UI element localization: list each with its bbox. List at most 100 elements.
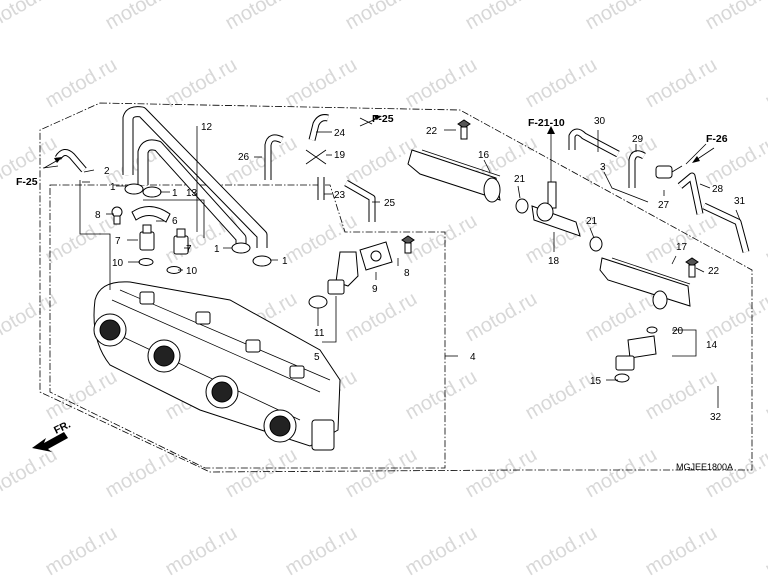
- tube-24: [308, 114, 329, 141]
- tube-28: [677, 172, 704, 215]
- throttle-body-4: [93, 281, 341, 451]
- throttle-body-outline-4: [49, 184, 446, 469]
- nozzles-7: [139, 224, 189, 255]
- watermark-text: motod.ru: [522, 522, 601, 576]
- callout-11: 11: [314, 328, 325, 339]
- callout-18: 18: [548, 256, 560, 267]
- watermark-text: motod.ru: [522, 54, 601, 113]
- callout-15: 15: [590, 376, 602, 387]
- callout-29: 29: [632, 134, 644, 145]
- callout-22-top: 22: [426, 126, 438, 137]
- oring-20: [646, 326, 658, 334]
- ref-f25-top: F-25: [372, 113, 394, 125]
- callout-30: 30: [594, 116, 606, 127]
- hose-12-13: [122, 106, 268, 248]
- callout-5: 5: [314, 352, 320, 363]
- callout-31: 31: [734, 196, 746, 207]
- watermark-text: motod.ru: [222, 0, 301, 34]
- callout-2: 2: [104, 166, 110, 177]
- watermark-text: motod.ru: [762, 522, 768, 576]
- watermark-text: motod.ru: [402, 366, 481, 425]
- callout-28: 28: [712, 184, 724, 195]
- assembly-outline-32: [39, 102, 753, 473]
- watermark-text: motod.ru: [582, 444, 661, 503]
- callout-21-right: 21: [586, 216, 598, 227]
- callout-4: 4: [470, 352, 476, 363]
- tube-26: [264, 134, 284, 180]
- watermark-text: motod.ru: [582, 0, 661, 34]
- watermark-text: motod.ru: [702, 288, 768, 347]
- watermark-text: motod.ru: [702, 0, 768, 34]
- watermark-text: motod.ru: [342, 288, 421, 347]
- callout-19: 19: [334, 150, 346, 161]
- callout-26: 26: [238, 152, 250, 163]
- callout-23: 23: [334, 190, 346, 201]
- watermark-text: motod.ru: [42, 210, 121, 269]
- bolt-22-top: [457, 119, 471, 140]
- callout-1a: 1: [110, 182, 116, 193]
- tube-30: [568, 128, 620, 158]
- callout-1b: 1: [172, 188, 178, 199]
- watermark-text: motod.ru: [642, 522, 721, 576]
- orings-21: [515, 198, 603, 252]
- callout-13: 13: [186, 188, 198, 199]
- callout-8-right: 8: [404, 268, 410, 279]
- callout-22-right: 22: [708, 266, 720, 277]
- watermark-text: motod.ru: [162, 54, 241, 113]
- callout-14: 14: [706, 340, 718, 351]
- watermark-text: motod.ru: [402, 522, 481, 576]
- watermark-text: motod.ru: [102, 0, 181, 34]
- watermark-text: motod.ru: [762, 54, 768, 113]
- watermark-text: motod.ru: [642, 54, 721, 113]
- callout-1d: 1: [282, 256, 288, 267]
- callout-6: 6: [172, 216, 178, 227]
- callout-10-right: 10: [186, 266, 198, 277]
- watermark-text: motod.ru: [42, 366, 121, 425]
- callout-10-left: 10: [112, 258, 124, 269]
- ref-f26: F-26: [706, 133, 728, 145]
- callout-16: 16: [478, 150, 490, 161]
- tube-2: [54, 149, 87, 173]
- watermark-text: motod.ru: [642, 210, 721, 269]
- callout-32: 32: [710, 412, 722, 423]
- injector-14: [614, 335, 657, 383]
- watermark-text: motod.ru: [222, 132, 301, 191]
- watermark-text: motod.ru: [402, 54, 481, 113]
- sensor-5: [308, 251, 359, 309]
- watermark-text: motod.ru: [282, 54, 361, 113]
- callout-25: 25: [384, 198, 396, 209]
- bolt-22-right: [685, 257, 699, 278]
- callout-27: 27: [658, 200, 670, 211]
- watermark-text: motod.ru: [762, 210, 768, 269]
- callout-9: 9: [372, 284, 378, 295]
- watermark-text: motod.ru: [462, 444, 541, 503]
- front-arrow-icon: [32, 432, 68, 452]
- callout-17: 17: [676, 242, 688, 253]
- watermark-text: motod.ru: [42, 522, 121, 576]
- watermark-text: motod.ru: [0, 0, 61, 34]
- watermark-text: motod.ru: [342, 0, 421, 34]
- watermark-text: motod.ru: [0, 288, 61, 347]
- watermark-text: motod.ru: [42, 54, 121, 113]
- fitting-18: [531, 181, 581, 237]
- fuel-rail-17: [599, 257, 691, 310]
- watermark-text: motod.ru: [462, 0, 541, 34]
- watermark-text: motod.ru: [0, 444, 61, 503]
- clip-27: [655, 165, 683, 179]
- callout-21-left: 21: [514, 174, 526, 185]
- diagram-code: MGJEE1800A: [676, 462, 733, 472]
- callout-7-left: 7: [115, 236, 121, 247]
- watermark-text: motod.ru: [762, 366, 768, 425]
- tube-31: [702, 202, 750, 253]
- callout-20: 20: [672, 326, 684, 337]
- callout-7-right: 7: [186, 244, 192, 255]
- bolt-8-right: [401, 235, 415, 254]
- watermark-text: motod.ru: [642, 366, 721, 425]
- bolt-8-left: [111, 206, 123, 225]
- watermark-text: motod.ru: [162, 522, 241, 576]
- ref-f25-left: F-25: [16, 176, 38, 188]
- callout-24: 24: [334, 128, 346, 139]
- watermark-text: motod.ru: [342, 444, 421, 503]
- sensor-9: [359, 241, 393, 271]
